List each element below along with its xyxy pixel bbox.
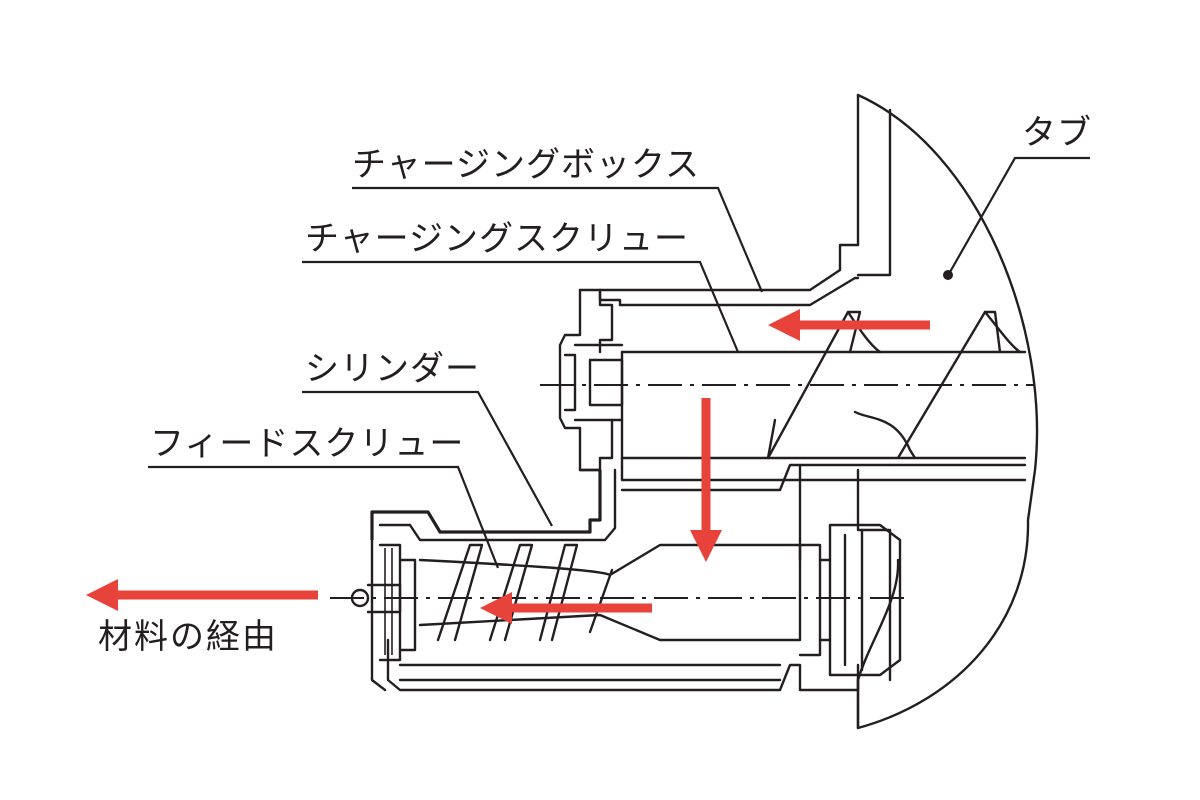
arrow-charging-in xyxy=(768,309,930,341)
legend-label-material-path: 材料の経由 xyxy=(98,617,278,657)
label-charging-screw: チャージングスクリュー xyxy=(305,219,689,259)
leader-feed-screw xyxy=(148,465,500,569)
legend-arrow xyxy=(86,579,318,611)
tub-marker-dot xyxy=(943,270,953,280)
flow-arrows xyxy=(86,309,930,624)
labels: チャージングボックス チャージングスクリュー シリンダー フィードスクリュー タ… xyxy=(98,113,1092,657)
cylinder xyxy=(370,468,860,692)
leader-charging-box xyxy=(352,186,764,293)
label-tub: タブ xyxy=(1022,113,1092,153)
label-charging-box: チャージングボックス xyxy=(352,145,700,185)
leader-tub xyxy=(949,156,1090,273)
label-cylinder: シリンダー xyxy=(305,349,480,389)
charging-screw xyxy=(558,288,1027,472)
label-feed-screw: フィードスクリュー xyxy=(150,424,464,464)
center-lines xyxy=(330,384,1035,599)
arrow-feed-out xyxy=(480,592,652,624)
arrow-down xyxy=(690,398,722,562)
feed-screw xyxy=(350,523,902,692)
leader-lines xyxy=(148,156,1090,569)
leader-charging-screw xyxy=(302,260,740,353)
tub xyxy=(856,93,1039,730)
leader-cylinder xyxy=(302,390,553,527)
housing-wall xyxy=(578,456,1027,682)
